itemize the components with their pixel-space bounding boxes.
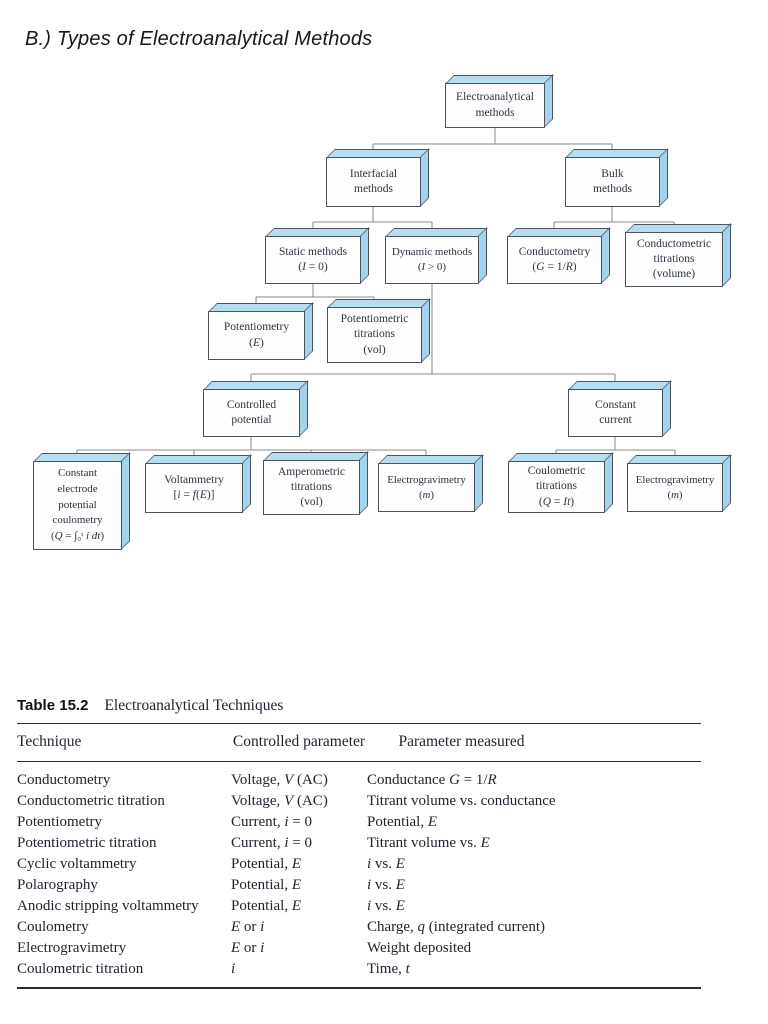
table-cell: Coulometry <box>17 919 89 935</box>
table-cell: Potential, E <box>231 856 301 872</box>
node-dynamic-methods: Dynamic methods(I > 0) <box>385 236 479 284</box>
table-caption: Electroanalytical Techniques <box>104 697 284 714</box>
table-cell: i vs. E <box>367 877 405 893</box>
table-cell: Conductometric titration <box>17 793 165 809</box>
table-row: Electrogravimetry E or i Weight deposited <box>17 938 701 959</box>
node-static-methods: Static methods(I = 0) <box>265 236 361 284</box>
table-cell: Titrant volume vs. conductance <box>367 793 556 809</box>
table-cell: Potential, E <box>231 877 301 893</box>
table-cell: Time, t <box>367 961 410 977</box>
table-cell: Electrogravimetry <box>17 940 127 956</box>
table-top-rule <box>17 723 701 724</box>
table-cell: Potential, E <box>231 898 301 914</box>
node-electrogravimetry-right: Electrogravimetry(m) <box>627 463 723 512</box>
table-row: Conductometric titration Voltage, V (AC) T… <box>17 791 701 812</box>
table-cell: Anodic stripping voltammetry <box>17 898 199 914</box>
table-row: Coulometric titration i Time, t <box>17 959 701 980</box>
table-cell: i <box>231 961 236 977</box>
table-row: Cyclic voltammetry Potential, E i vs. E <box>17 854 701 875</box>
table-cell: Coulometric titration <box>17 961 144 977</box>
table-cell: Conductometry <box>17 772 111 788</box>
table-cell: Cyclic voltammetry <box>17 856 137 872</box>
table-cell: Potential, E <box>367 814 437 830</box>
table-cell: Conductance G = 1/R <box>367 772 497 788</box>
table-cell: i vs. E <box>367 898 405 914</box>
node-potentiometry: Potentiometry(E) <box>208 311 305 360</box>
table-15-2: Table 15.2 Electroanalytical Techniques T… <box>17 697 701 989</box>
table-cell: Potentiometric titration <box>17 835 157 851</box>
table-row: Potentiometric titration Current, i = 0 Ti… <box>17 833 701 854</box>
table-cell: Current, i = 0 <box>231 814 312 830</box>
table-cell: Weight deposited <box>367 940 472 956</box>
node-voltammetry: Voltammetry[i = f(E)] <box>145 463 243 513</box>
table-header-rule <box>17 761 701 762</box>
node-electrogravimetry-left: Electrogravimetry(m) <box>378 463 475 512</box>
table-row: Polarography Potential, E i vs. E <box>17 875 701 896</box>
table-label: Table 15.2 <box>17 697 89 714</box>
table-row: Anodic stripping voltammetry Potential, E… <box>17 896 701 917</box>
table-cell: Voltage, V (AC) <box>231 793 328 809</box>
column-header-parameter-measured: Parameter measured <box>398 733 525 750</box>
table-bottom-rule <box>17 987 701 989</box>
table-header-row: Technique Controlled parameter Parameter… <box>17 724 701 761</box>
table-cell: E or i <box>231 940 265 956</box>
page-title: B.) Types of Electroanalytical Methods <box>25 28 373 50</box>
table-cell: Titrant volume vs. E <box>367 835 490 851</box>
table-cell: Current, i = 0 <box>231 835 312 851</box>
table-cell: Polarography <box>17 877 98 893</box>
column-header-technique: Technique <box>17 733 82 750</box>
table-row: Conductometry Voltage, V (AC) Conductance … <box>17 770 701 791</box>
table-row: Coulometry E or i Charge, q (integrated cu… <box>17 917 701 938</box>
table-caption-row: Table 15.2 Electroanalytical Techniques <box>17 697 701 715</box>
table-cell: E or i <box>231 919 265 935</box>
table-cell: Voltage, V (AC) <box>231 772 328 788</box>
table-cell: Potentiometry <box>17 814 102 830</box>
table-cell: Charge, q (integrated current) <box>367 919 545 935</box>
table-row: Potentiometry Current, i = 0 Potential, E <box>17 812 701 833</box>
table-cell: i vs. E <box>367 856 405 872</box>
node-conductometry: Conductometry(G = 1/R) <box>507 236 602 284</box>
column-header-controlled-parameter: Controlled parameter <box>232 733 366 750</box>
